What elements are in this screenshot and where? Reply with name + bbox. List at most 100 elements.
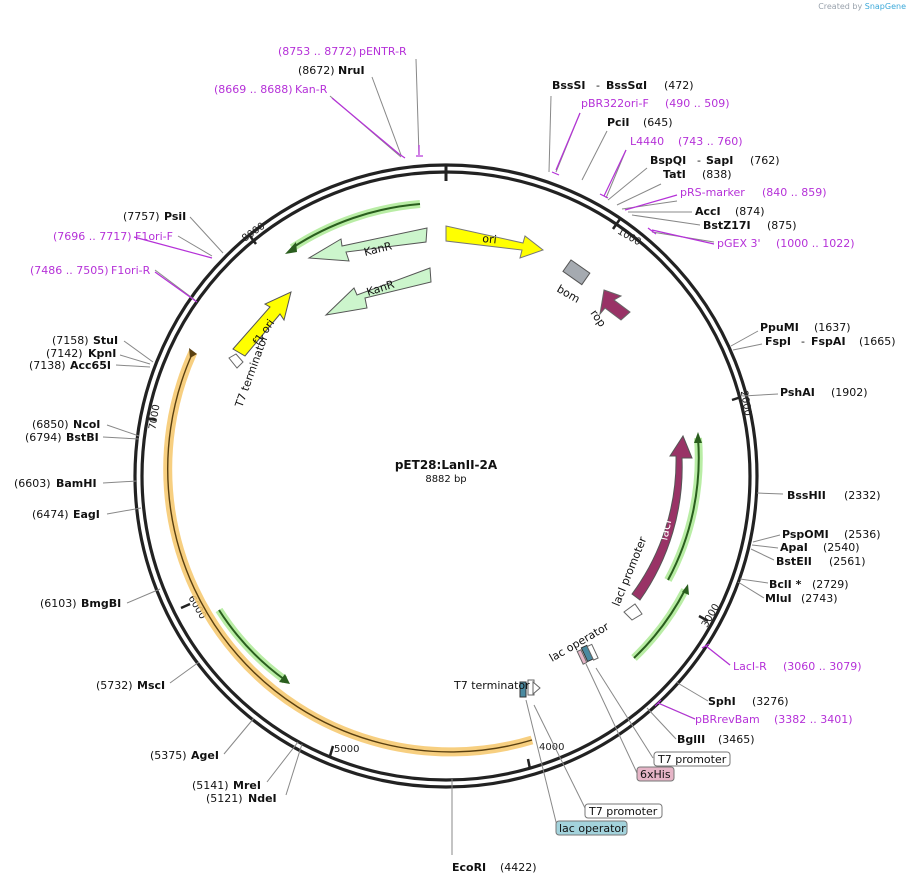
site-ecori-name[interactable]: EcoRI (452, 861, 486, 874)
site-mlui-name[interactable]: MluI (765, 592, 792, 605)
t7-promoter-box-2[interactable] (584, 803, 663, 819)
site-bsssi-name[interactable]: BssSI (552, 79, 586, 92)
site-bstz17i-name[interactable]: BstZ17I (703, 219, 751, 232)
site-ecori-pos: (4422) (500, 861, 537, 874)
primer-prs-pos: (840 .. 859) (762, 186, 827, 199)
site-eagi-name[interactable]: EagI (73, 508, 100, 521)
site-stui-name[interactable]: StuI (93, 334, 118, 347)
site-acci-name[interactable]: AccI (695, 205, 721, 218)
site-ndei-name[interactable]: NdeI (248, 792, 277, 805)
site-sapi-name[interactable]: SapI (706, 154, 733, 167)
site-acc65i-name[interactable]: Acc65I (70, 359, 111, 372)
primer-pbrrevbam-pos: (3382 .. 3401) (774, 713, 853, 726)
f1ori-arrow[interactable] (232, 291, 292, 357)
ori-arrow[interactable] (445, 225, 545, 259)
orf-arc-orange (163, 348, 534, 757)
site-fspi-name[interactable]: FspI (765, 335, 791, 348)
primer-pentr-pos: (8753 .. 8772) (278, 45, 357, 58)
site-bsshii-name[interactable]: BssHII (787, 489, 826, 502)
primer-f1orif-name[interactable]: F1ori-F (135, 230, 173, 243)
lac-operator-box[interactable] (555, 820, 628, 836)
site-fspai-name[interactable]: FspAI (811, 335, 846, 348)
site-bglii-pos: (3465) (718, 733, 755, 746)
orf-arc-right (631, 432, 703, 661)
site-sphi-pos: (3276) (752, 695, 789, 708)
laci-promoter-glyph[interactable] (623, 603, 643, 621)
site-nrui-name[interactable]: NruI (338, 64, 365, 77)
site-sphi-name[interactable]: SphI (708, 695, 736, 708)
site-mrei-name[interactable]: MreI (233, 779, 261, 792)
site-kpni-pos: (7142) (46, 347, 83, 360)
primer-pgex-name[interactable]: pGEX 3' (717, 237, 761, 250)
site-kpni-name[interactable]: KpnI (88, 347, 116, 360)
site-msci-name[interactable]: MscI (137, 679, 165, 692)
plasmid-name: pET28:LanII-2A (395, 458, 498, 472)
site-eagi-pos: (6474) (32, 508, 69, 521)
laci-arrow[interactable] (631, 434, 693, 601)
credit-prefix: Created by (818, 2, 863, 11)
site-bcli-name[interactable]: BclI * (769, 578, 802, 591)
site-bmgbi-name[interactable]: BmgBI (81, 597, 121, 610)
site-bsssi-pos: (472) (664, 79, 694, 92)
tick-7000: 7000 (147, 404, 162, 431)
primer-pbr322-pos: (490 .. 509) (665, 97, 730, 110)
site-bstbi-pos: (6794) (25, 431, 62, 444)
site-ncoi-name[interactable]: NcoI (73, 418, 100, 431)
primer-kanr-name[interactable]: Kan-R (295, 83, 328, 96)
primer-lacir-pos: (3060 .. 3079) (783, 660, 862, 673)
bom-feature[interactable] (562, 259, 591, 286)
sixhis-box[interactable] (636, 766, 675, 782)
primer-pentr-name[interactable]: pENTR-R (359, 45, 407, 58)
laci-promoter-label: lacI promoter (610, 535, 650, 609)
orf-arc-lower-left (215, 607, 290, 684)
site-bglii-name[interactable]: BglII (677, 733, 705, 746)
primer-pbr322-name[interactable]: pBR322ori-F (581, 97, 649, 110)
site-apai-pos: (2540) (823, 541, 860, 554)
kanr-arrow-1[interactable] (307, 227, 428, 262)
site-psii-name[interactable]: PsiI (164, 210, 186, 223)
site-acc65i-pos: (7138) (29, 359, 66, 372)
site-fspi-dash: - (801, 335, 805, 348)
site-nrui-pos: (8672) (298, 64, 335, 77)
rop-feature[interactable] (599, 289, 631, 321)
backbone (133, 163, 759, 789)
primer-l4440-pos: (743 .. 760) (678, 135, 743, 148)
site-tati-name[interactable]: TatI (663, 168, 686, 181)
primer-f1orir-name[interactable]: F1ori-R (111, 264, 151, 277)
primer-l4440-name[interactable]: L4440 (630, 135, 664, 148)
site-bsteii-name[interactable]: BstEII (776, 555, 812, 568)
primer-pbrrevbam-name[interactable]: pBRrevBam (695, 713, 760, 726)
t7-promoter-box-2-label: T7 promoter (588, 805, 658, 818)
lac-operator-right[interactable] (576, 643, 599, 665)
sixhis-box-label: 6xHis (640, 768, 671, 781)
primer-kanr-pos: (8669 .. 8688) (214, 83, 293, 96)
site-ppumi-name[interactable]: PpuMI (760, 321, 799, 334)
t7-terminator-1-glyph[interactable] (228, 353, 244, 369)
site-agei-pos: (5375) (150, 749, 187, 762)
site-pspomi-name[interactable]: PspOMI (782, 528, 829, 541)
kb-ticks (145, 218, 742, 770)
primer-prs-name[interactable]: pRS-marker (680, 186, 745, 199)
site-bamhi-name[interactable]: BamHI (56, 477, 97, 490)
tick-4000: 4000 (539, 742, 564, 753)
bom-label: bom (555, 282, 583, 305)
tick-5000: 5000 (334, 744, 359, 755)
site-bsssai-name[interactable]: BssSαI (606, 79, 647, 92)
t7-terminator-2-label: T7 terminator (453, 679, 530, 692)
orf-arc-top (285, 200, 421, 254)
site-stui-pos: (7158) (52, 334, 89, 347)
leader-lines (102, 58, 784, 855)
t7-terminator-2-glyph[interactable] (519, 679, 541, 698)
site-bcli-pos: (2729) (812, 578, 849, 591)
site-apai-name[interactable]: ApaI (780, 541, 808, 554)
site-pcii-name[interactable]: PciI (607, 116, 629, 129)
primer-leaders (133, 97, 731, 720)
kanr-arrow-2[interactable] (324, 267, 432, 316)
t7-promoter-box-1[interactable] (653, 751, 731, 767)
site-pshai-name[interactable]: PshAI (780, 386, 815, 399)
primer-lacir-name[interactable]: LacI-R (733, 660, 767, 673)
site-bstbi-name[interactable]: BstBI (66, 431, 99, 444)
site-agei-name[interactable]: AgeI (191, 749, 219, 762)
site-bspqi-name[interactable]: BspQI (650, 154, 686, 167)
site-msci-pos: (5732) (96, 679, 133, 692)
